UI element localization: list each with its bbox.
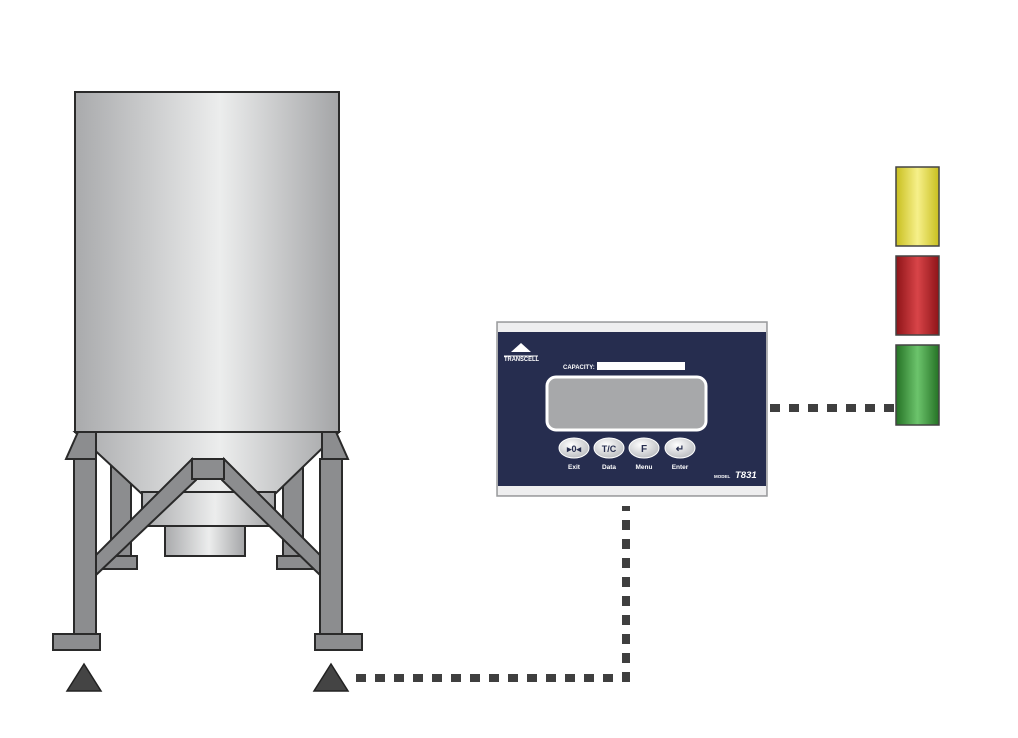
load-cell-right-icon xyxy=(312,662,350,692)
load-cell-cable xyxy=(356,506,630,682)
capacity-label: CAPACITY: xyxy=(563,365,595,371)
key-enter-caption: Enter xyxy=(672,464,689,471)
stack-lamp-yellow xyxy=(895,166,940,247)
key-tare-symbol: T/C xyxy=(602,444,617,454)
key-zero-symbol: ▸0◂ xyxy=(566,444,582,454)
silo-bracket-left xyxy=(64,431,97,460)
brand-label: TRANSCELL xyxy=(504,356,539,363)
lcd-display xyxy=(545,375,708,432)
model-prefix: MODEL xyxy=(714,474,731,479)
silo-brace-hub xyxy=(191,458,225,480)
key-tare-caption: Data xyxy=(602,464,616,471)
key-function-menu[interactable]: F Menu xyxy=(628,437,660,471)
key-enter-symbol: ↵ xyxy=(676,444,684,455)
silo xyxy=(52,91,363,692)
key-function-caption: Menu xyxy=(636,464,653,471)
silo-foot-right xyxy=(314,633,363,651)
silo-bracket-right xyxy=(321,431,350,460)
silo-cylinder xyxy=(74,91,340,433)
key-tare-data[interactable]: T/C Data xyxy=(593,437,625,471)
key-zero-exit[interactable]: ▸0◂ Exit xyxy=(558,437,590,471)
weight-indicator-t831: TRANSCELL CAPACITY: ▸0◂ Exit T/C Data F … xyxy=(496,321,768,497)
stack-lamp-red xyxy=(895,255,940,336)
stack-lamp-green xyxy=(895,344,940,426)
indicator-top-rail xyxy=(498,323,766,332)
transcell-logo-icon xyxy=(511,343,531,352)
silo-foot-left xyxy=(52,633,101,651)
load-cell-left-icon xyxy=(65,662,103,692)
stack-light xyxy=(895,166,940,426)
silo-leg-front-left xyxy=(73,458,97,638)
model-number: T831 xyxy=(735,470,757,481)
key-zero-caption: Exit xyxy=(568,464,581,471)
silo-leg-front-right xyxy=(319,458,343,638)
key-function-symbol: F xyxy=(641,444,647,455)
key-enter[interactable]: ↵ Enter xyxy=(664,437,696,471)
capacity-field xyxy=(597,362,685,370)
silo-outlet xyxy=(164,523,246,557)
indicator-bottom-rail xyxy=(498,486,766,495)
